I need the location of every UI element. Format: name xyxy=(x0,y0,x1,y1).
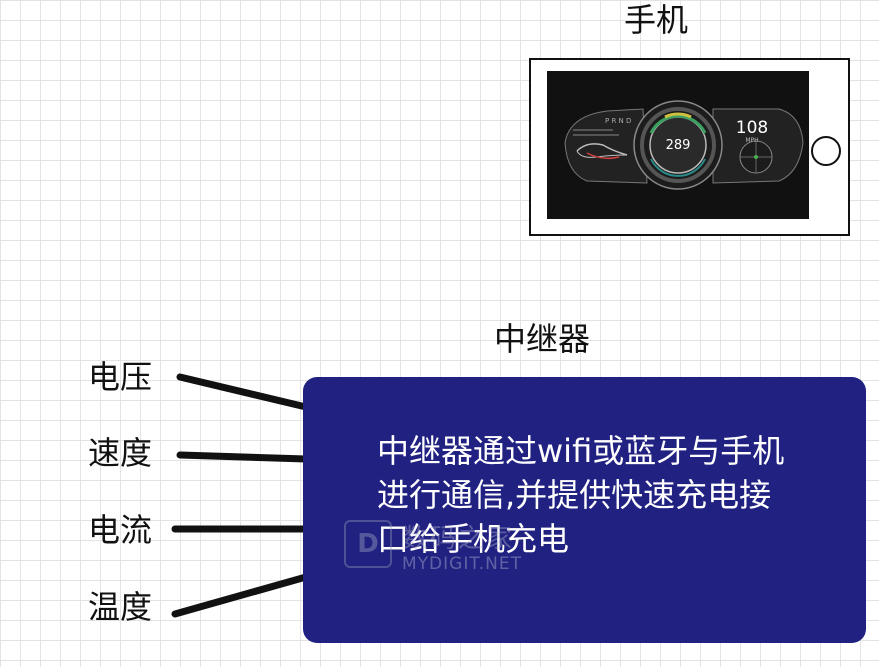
connector-temp xyxy=(171,573,310,618)
phone-screen: P R N D 289 108 MPH xyxy=(547,71,809,219)
rpm-readout: 108 xyxy=(736,118,768,138)
relay-box: 中继器通过wifi或蓝牙与手机进行通信,并提供快速充电接口给手机充电 xyxy=(303,377,866,643)
relay-title: 中继器 xyxy=(494,320,591,358)
watermark-brand: 数码之家 xyxy=(402,524,515,554)
gear-indicator: P R N D xyxy=(605,117,631,125)
input-label-current: 电流 xyxy=(88,511,153,549)
input-label-temperature: 温度 xyxy=(88,588,153,626)
speed-readout: 289 xyxy=(666,138,691,153)
watermark-logo: D xyxy=(344,520,392,568)
phone: P R N D 289 108 MPH xyxy=(529,58,850,236)
watermark: D 数码之家 MYDIGIT.NET xyxy=(344,518,544,576)
input-label-speed: 速度 xyxy=(88,434,153,472)
rpm-unit: MPH xyxy=(745,137,758,144)
input-label-voltage: 电压 xyxy=(88,358,153,396)
home-button xyxy=(811,136,841,166)
connector-speed xyxy=(176,451,310,463)
watermark-url: MYDIGIT.NET xyxy=(402,554,522,574)
connector-voltage xyxy=(176,373,310,411)
relay-description: 中继器通过wifi或蓝牙与手机进行通信,并提供快速充电接口给手机充电 xyxy=(377,432,785,558)
phone-title: 手机 xyxy=(624,1,689,39)
dashboard-graphic: P R N D 289 108 MPH xyxy=(564,100,804,190)
